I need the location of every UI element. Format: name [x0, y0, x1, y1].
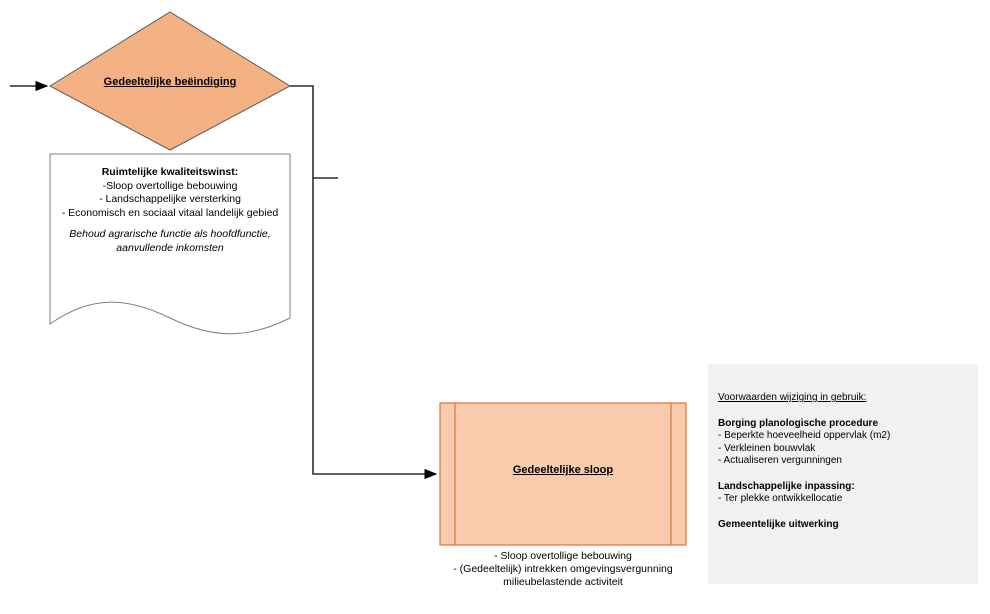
section-title: Gemeentelijke uitwerking: [718, 518, 839, 530]
conditions-heading: Voorwaarden wijziging in gebruik:: [718, 392, 867, 403]
conditions-panel: Voorwaarden wijziging in gebruik: Borgin…: [708, 364, 978, 584]
process-note: - Sloop overtollige bebouwing: [494, 550, 632, 562]
process-note: - (Gedeeltelijk) intrekken omgevingsverg…: [453, 563, 673, 588]
document-note: Behoud agrarische functie als hoofdfunct…: [69, 228, 271, 254]
section-title: Borging planologische procedure: [718, 417, 879, 429]
document-text: Ruimtelijke kwaliteitswinst: -Sloop over…: [52, 166, 288, 255]
conditions-section: Landschappelijke inpassing: - Ter plekke…: [718, 481, 968, 506]
document-shape: [49, 153, 291, 335]
process-box[interactable]: [439, 402, 687, 546]
section-item: - Actualiseren vergunningen: [718, 455, 842, 466]
connector-line: [290, 85, 438, 480]
document-item: -Sloop overtollige bebouwing: [102, 179, 238, 192]
process-notes: - Sloop overtollige bebouwing - (Gedeelt…: [440, 550, 686, 589]
conditions-section: Gemeentelijke uitwerking: [718, 519, 968, 532]
section-item: - Verkleinen bouwvlak: [718, 442, 816, 454]
process-label: Gedeeltelijke sloop: [512, 464, 614, 476]
section-title: Landschappelijke inpassing:: [718, 480, 855, 492]
document-item: - Economisch en sociaal vitaal landelijk…: [61, 206, 279, 219]
conditions-section: Borging planologische procedure - Beperk…: [718, 418, 968, 468]
section-item: - Beperkte hoeveelheid oppervlak (m2): [718, 430, 891, 441]
decision-label: Gedeeltelijke beëindiging: [103, 76, 237, 88]
document-item: - Landschappelijke versterking: [99, 193, 241, 205]
section-item: - Ter plekke ontwikkellocatie: [718, 493, 843, 504]
document-title: Ruimtelijke kwaliteitswinst:: [101, 166, 239, 178]
